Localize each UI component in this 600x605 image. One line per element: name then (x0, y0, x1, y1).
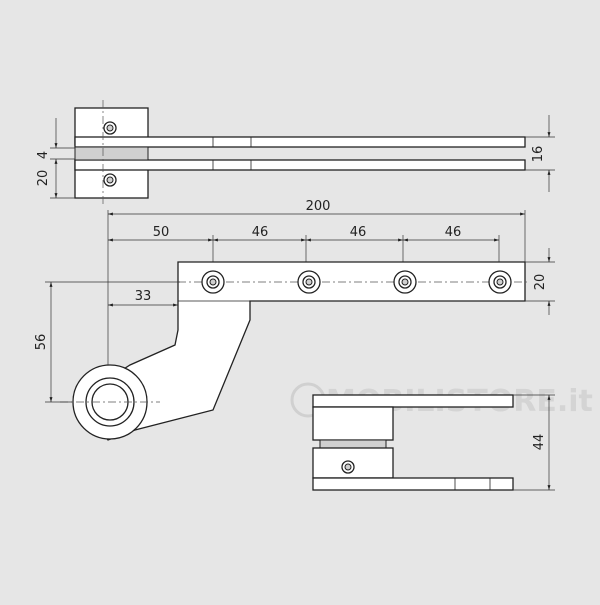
dim-pivot-offset: 33 (135, 289, 152, 304)
dim-top-gap: 4 (36, 151, 51, 159)
lower-arm (74, 159, 526, 171)
dim-pivot-drop: 56 (34, 334, 49, 351)
dim-pitch-2: 46 (350, 225, 367, 240)
dim-pitch-1: 46 (252, 225, 269, 240)
dim-pitch-3: 46 (445, 225, 462, 240)
dim-side-height: 44 (532, 434, 547, 451)
dim-overall-length: 200 (306, 199, 331, 214)
dim-top-height: 20 (36, 170, 51, 187)
side-upper-arm (312, 394, 514, 408)
side-upper-block (312, 406, 394, 441)
side-spacer (319, 439, 387, 449)
gap-spacer (74, 146, 149, 161)
side-lower-arm (312, 477, 514, 491)
mounting-hole-3 (393, 270, 417, 294)
mounting-hole-1 (201, 270, 225, 294)
dim-first-hole: 50 (153, 225, 170, 240)
dim-top-thickness: 16 (531, 146, 546, 163)
dim-arm-width: 20 (533, 274, 548, 291)
top-view: 4 20 16 (36, 100, 555, 205)
main-view: 200 50 46 46 46 (34, 199, 555, 441)
side-view: 44 (312, 394, 555, 491)
mounting-hole-2 (297, 270, 321, 294)
mounting-hole-4 (488, 270, 512, 294)
upper-arm (74, 136, 526, 148)
